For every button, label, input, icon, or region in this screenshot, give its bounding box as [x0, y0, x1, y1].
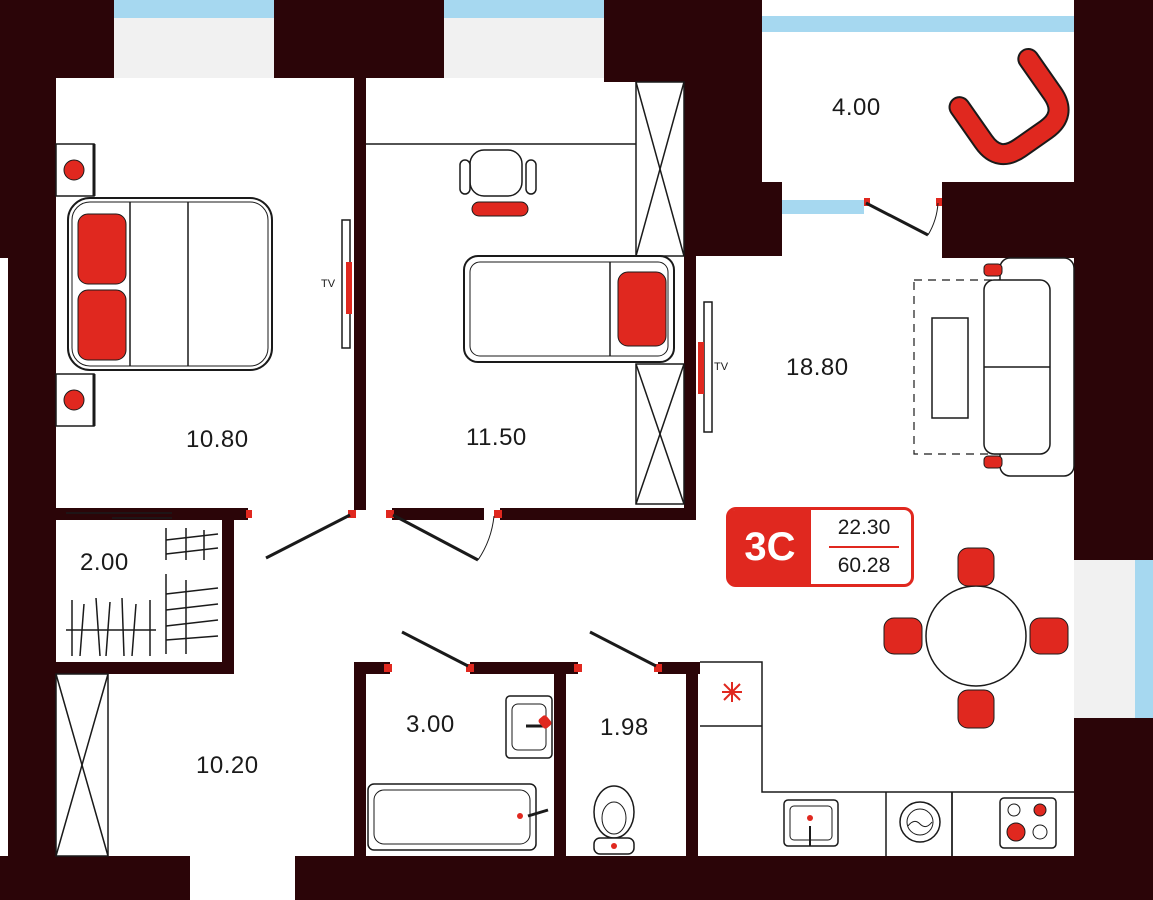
single-bed — [463, 255, 675, 363]
washbasin — [505, 695, 553, 759]
stove — [999, 797, 1057, 849]
washing-machine — [899, 801, 941, 843]
chair — [957, 547, 995, 587]
windows — [114, 0, 1153, 718]
window-balcony — [762, 16, 1074, 32]
chair — [1029, 617, 1069, 655]
wardrobe-hangers — [66, 528, 219, 657]
kitchen-sink — [783, 799, 839, 847]
pillow — [77, 213, 127, 285]
tv — [341, 219, 352, 349]
apartment-type-code: 3С — [729, 510, 811, 584]
desk-chair — [459, 149, 537, 217]
apartment-badge: 3С 22.30 60.28 — [726, 507, 914, 587]
dining-table — [883, 547, 1069, 729]
room-area-bathroom: 3.00 — [406, 711, 455, 738]
fridge-icon — [722, 682, 742, 702]
window-bedroom-2 — [444, 0, 604, 18]
chair — [883, 617, 923, 655]
doors — [265, 201, 939, 668]
window-balcony-door — [782, 200, 864, 214]
pillow — [77, 289, 127, 361]
bathtub — [367, 783, 549, 851]
pillow — [617, 271, 667, 347]
room-area-balcony: 4.00 — [832, 94, 881, 121]
room-area-wardrobe: 2.00 — [80, 549, 129, 576]
room-area-bedroom-2: 11.50 — [466, 424, 527, 451]
window-living — [1135, 560, 1153, 718]
total-area-value: 60.28 — [837, 554, 891, 577]
chair — [957, 689, 995, 729]
room-area-bedroom-1: 10.80 — [186, 426, 249, 453]
badge-divider — [829, 546, 899, 548]
tv-label: TV — [714, 361, 729, 373]
sofa — [983, 257, 1075, 477]
tv — [698, 301, 713, 433]
rug — [913, 279, 1019, 455]
toilet — [593, 785, 635, 855]
living-area-value: 22.30 — [837, 516, 891, 539]
tv-label: TV — [321, 278, 336, 290]
window-bedroom-1 — [114, 0, 274, 18]
nightstand — [55, 373, 96, 427]
room-area-hallway: 10.20 — [196, 752, 259, 779]
room-area-living-kitchen: 18.80 — [786, 354, 849, 381]
room-area-toilet: 1.98 — [600, 714, 649, 741]
nightstand — [55, 143, 96, 197]
armchair — [948, 47, 1070, 166]
double-bed — [67, 197, 273, 371]
